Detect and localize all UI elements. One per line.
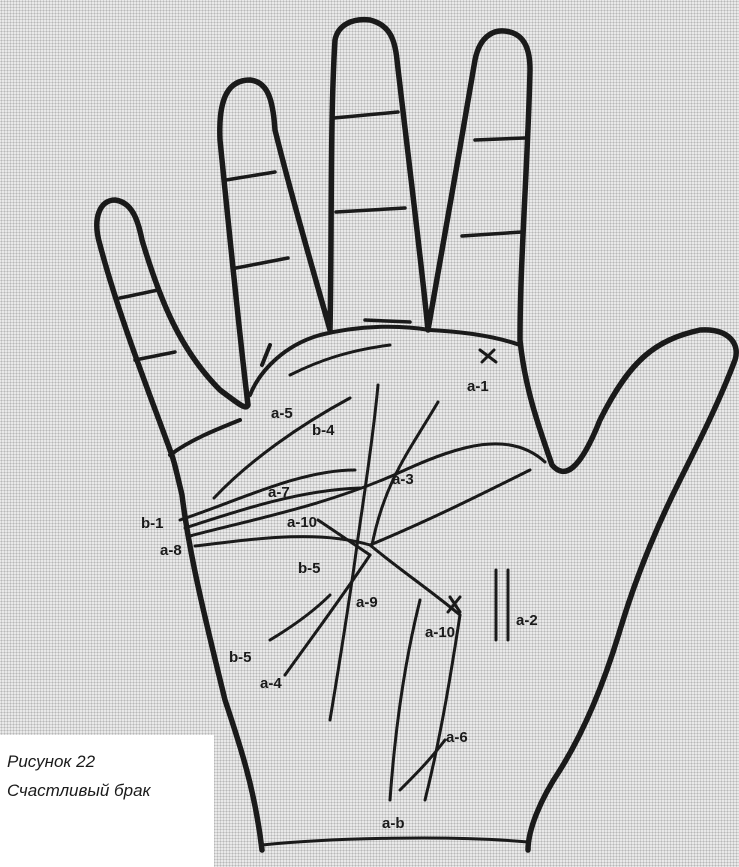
- label-a7: a-7: [268, 484, 290, 501]
- label-a10-right: a-10: [425, 624, 455, 641]
- label-a8: a-8: [160, 542, 182, 559]
- label-a5: a-5: [271, 405, 293, 422]
- label-a2: a-2: [516, 612, 538, 629]
- label-b5-mid: b-5: [298, 560, 321, 577]
- label-a10-mid: a-10: [287, 514, 317, 531]
- label-b4: b-4: [312, 422, 335, 439]
- label-a6: a-6: [446, 729, 468, 746]
- label-a9: a-9: [356, 594, 378, 611]
- label-a4: a-4: [260, 675, 282, 692]
- label-b5: b-5: [229, 649, 252, 666]
- figure-title: Счастливый брак: [7, 781, 151, 801]
- label-a3: a-3: [392, 471, 414, 488]
- label-b1: b-1: [141, 515, 164, 532]
- label-a1: a-1: [467, 378, 489, 395]
- figure-number: Рисунок 22: [7, 752, 95, 772]
- label-ab: a-b: [382, 815, 405, 832]
